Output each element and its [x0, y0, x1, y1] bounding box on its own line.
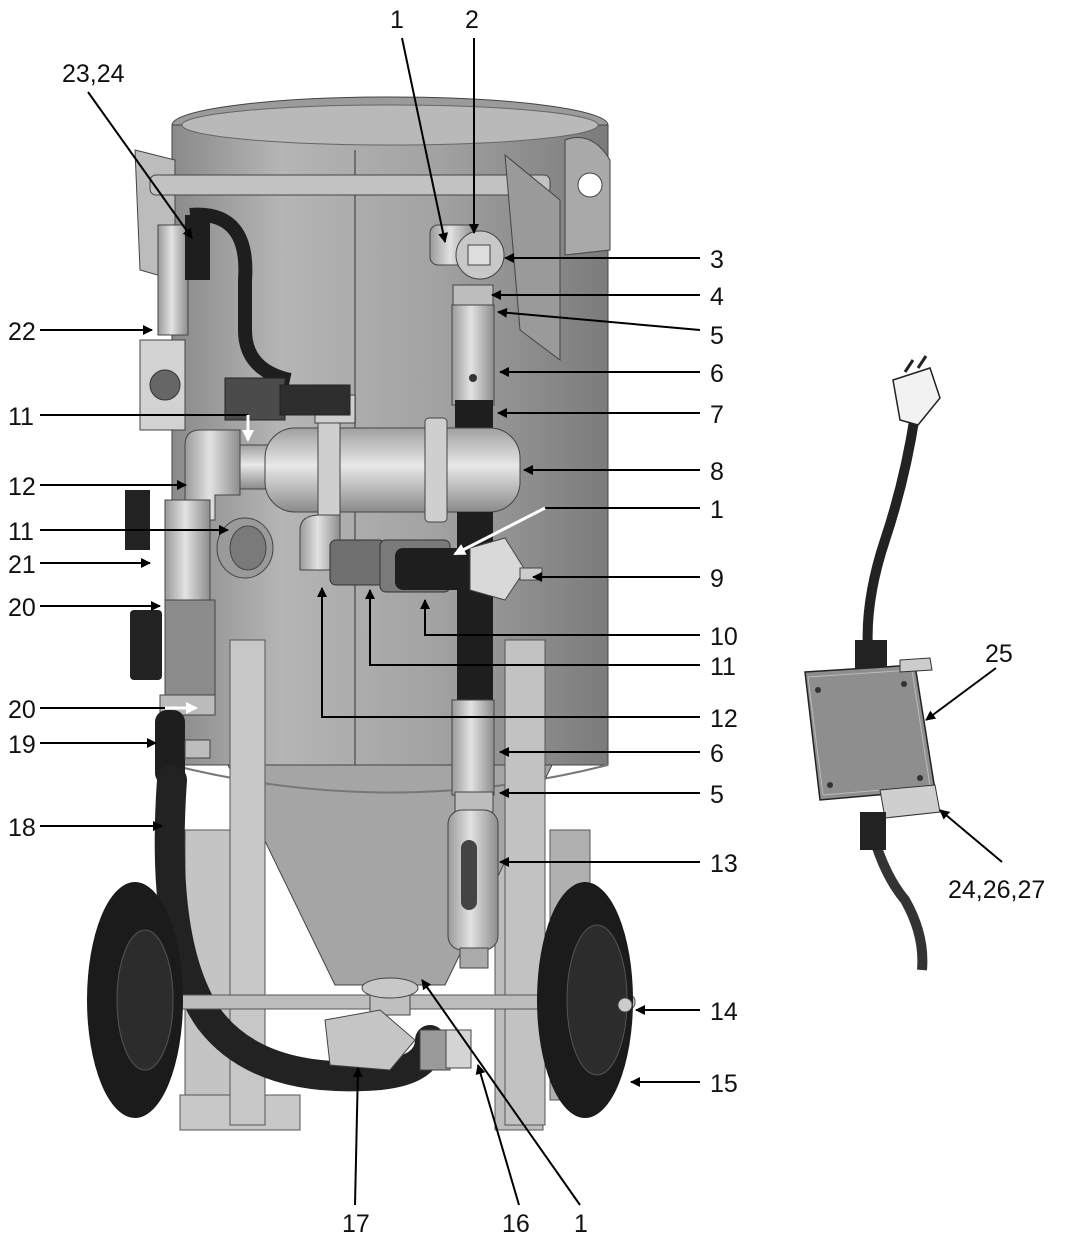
callout-19: 19: [8, 731, 36, 759]
callout-11-left-bottom: 11: [8, 518, 34, 546]
callout-10: 10: [710, 623, 738, 651]
callout-14: 14: [710, 998, 738, 1026]
callout-1-bottom: 1: [574, 1210, 588, 1238]
blast-machine-illustration: [87, 96, 636, 1131]
callout-3: 3: [710, 246, 724, 274]
callout-25: 25: [985, 640, 1013, 668]
callout-21: 21: [8, 551, 36, 579]
callout-9: 9: [710, 565, 724, 593]
callout-1-top: 1: [390, 6, 404, 34]
remote-control-assembly: [804, 355, 941, 971]
callout-8: 8: [710, 458, 724, 486]
callout-6-bottom: 6: [710, 740, 724, 768]
callout-1-middle: 1: [710, 496, 724, 524]
callout-2: 2: [465, 6, 479, 34]
callout-20-bottom: 20: [8, 696, 36, 724]
leader-lines: [40, 37, 1003, 1206]
callout-15: 15: [710, 1070, 738, 1098]
callout-5-bottom: 5: [710, 781, 724, 809]
callout-16: 16: [502, 1210, 530, 1238]
callout-12-left: 12: [8, 473, 36, 501]
callout-24-26-27: 24,26,27: [948, 876, 1045, 904]
callout-13: 13: [710, 850, 738, 878]
callout-7: 7: [710, 401, 724, 429]
callout-11-left-top: 11: [8, 403, 34, 431]
callout-labels: 1 2 3 4 5 6 7 8 1 9 10 11 12 6 5 13 14 1…: [8, 6, 1045, 1238]
callout-18: 18: [8, 814, 36, 842]
callout-23-24: 23,24: [62, 60, 125, 88]
callout-12-right: 12: [710, 705, 738, 733]
callout-17: 17: [342, 1210, 370, 1238]
callout-22: 22: [8, 318, 36, 346]
callout-20-top: 20: [8, 594, 36, 622]
callout-5-top: 5: [710, 322, 724, 350]
callout-6-top: 6: [710, 360, 724, 388]
callout-11-right: 11: [710, 653, 736, 681]
callout-4: 4: [710, 283, 724, 311]
